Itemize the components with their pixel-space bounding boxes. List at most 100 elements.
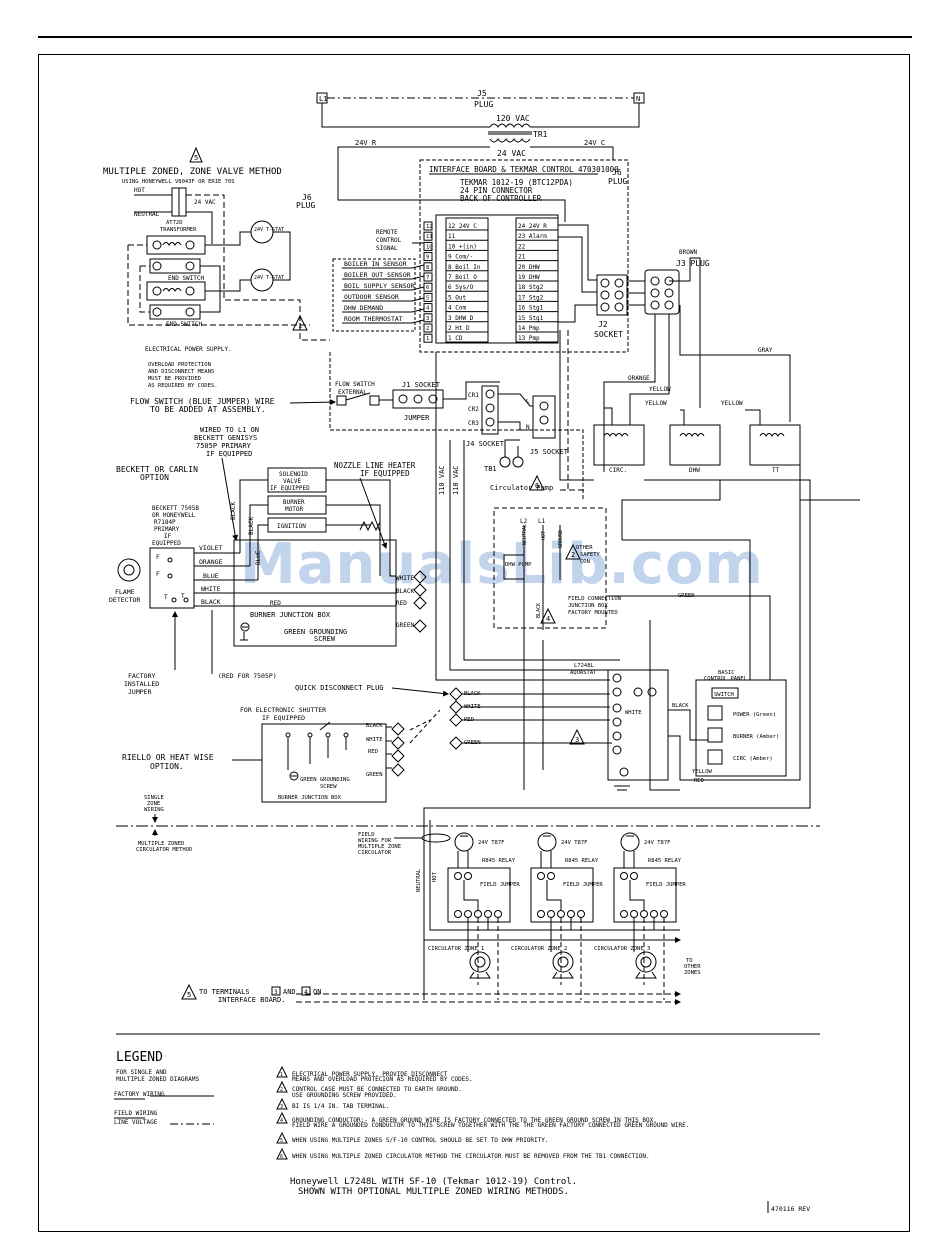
legend-note-9: WHEN USING MULTIPLE ZONED CIRCULATOR MET… xyxy=(292,1153,650,1160)
factory-2: INSTALLED xyxy=(124,680,159,688)
j5-plug-label: J5 xyxy=(477,89,487,98)
riello-ground-1: GREEN GROUNDING xyxy=(300,777,350,783)
legend-note-num: 5 xyxy=(280,1138,283,1144)
left-pin-7: 6 Sys/O xyxy=(448,284,474,291)
terminals-1: TO TERMINALS xyxy=(199,988,250,996)
legend-for-2: MULTIPLE ZONED DIAGRAMS xyxy=(116,1076,199,1083)
left-pin-10: 3 DHW D xyxy=(448,315,474,322)
legend-note-num: 2 xyxy=(280,1087,283,1093)
field-conn-2: JUNCTION BOX xyxy=(568,603,608,609)
svg-text:5: 5 xyxy=(187,991,191,999)
left-pin-1: 12 24V C xyxy=(448,223,477,230)
circ-light: CIRC (Amber) xyxy=(733,756,773,762)
black-label-v2: BLACK xyxy=(248,517,255,535)
red-panel: RED xyxy=(694,778,704,784)
white-burner-label: WHITE xyxy=(201,585,221,593)
j6-plug-right: J6 xyxy=(612,168,622,177)
sensor-1: BOILER IN SENSOR xyxy=(344,260,407,268)
riello-junction: BURNER JUNCTION BOX xyxy=(278,795,342,801)
flow-external-2: EXTERNAL xyxy=(338,389,367,396)
legend-note-1: ELECTRICAL POWER SUPPLY. PROVIDE DISCONN… xyxy=(292,1071,448,1078)
j6-plug-right-2: PLUG xyxy=(608,177,627,186)
tekmar-line1: TEKMAR 1012-19 (BTC12PDA) xyxy=(460,178,573,187)
nozzle-2: IF EQUIPPED xyxy=(360,469,410,478)
jumper-label: JUMPER xyxy=(404,414,430,422)
motor-2: MOTOR xyxy=(285,506,303,513)
j2-socket-label: SOCKET xyxy=(594,330,623,339)
interface-title: INTERFACE BOARD & TEKMAR CONTROL 4703010… xyxy=(429,165,619,174)
black-ctrl: BLACK xyxy=(536,603,542,618)
zfield-3: MULTIPLE ZONE xyxy=(358,844,401,850)
j3-label: J3 PLUG xyxy=(676,259,710,268)
l2-ctrl: L2 xyxy=(520,518,528,525)
legend-note-4: USE GROUNDING SCREW PROVIDED. xyxy=(292,1092,397,1099)
tr1-label: TR1 xyxy=(533,130,548,139)
power-section: L1 N J5 PLUG 120 VAC TR1 24 VAC 24V R 24… xyxy=(316,89,645,160)
legend-section: LEGEND FOR SINGLE AND MULTIPLE ZONED DIA… xyxy=(114,1050,810,1213)
other-safety-1: OTHER xyxy=(576,545,593,551)
solenoid-2: VALVE xyxy=(283,478,301,485)
left-pin-num: 8 xyxy=(426,265,429,271)
power-supply-note: ELECTRICAL POWER SUPPLY. xyxy=(145,346,232,353)
j1-socket: J1 SOCKET xyxy=(402,381,441,389)
sensor-3: BOIL SUPPLY SENSOR xyxy=(344,282,415,290)
transformer-secondary xyxy=(489,138,531,143)
tstat-2: 24V T-STAT xyxy=(254,275,284,281)
zone-valve-title: MULTIPLE ZONED, ZONE VALVE METHOD xyxy=(103,167,282,177)
r845-2: R845 RELAY xyxy=(565,858,599,864)
other-zones-3: ZONES xyxy=(684,970,701,976)
single-3: WIRING xyxy=(144,807,164,813)
legend-note-7: FIELD WIRE A GROUNDED CONDUCTOR TO THIS … xyxy=(292,1122,689,1129)
basic-2: CONTROL PANEL xyxy=(704,676,748,682)
r845-1: R845 RELAY xyxy=(482,858,516,864)
control-section: L2 L1 NEUTRAL HOT GROUND DHW PUMP 2 OTHE… xyxy=(493,465,801,791)
terminals-2: 3 xyxy=(274,989,278,996)
qdp-label: QUICK DISCONNECT PLUG xyxy=(295,684,384,692)
yellow-label-2: YELLOW xyxy=(645,400,667,407)
aquastat-1: L7248L xyxy=(574,663,595,669)
right-pin-12: 13 Pmp xyxy=(518,335,540,342)
orange-label: ORANGE xyxy=(628,375,650,382)
terminals-3: AND xyxy=(283,988,296,996)
tstat-1: 24V T-STAT xyxy=(254,227,284,233)
white-side-1: WHITE xyxy=(396,575,414,582)
right-pin-4: 21 xyxy=(518,254,526,261)
transformer-label: TRANSFORMER xyxy=(160,227,197,233)
svg-text:5: 5 xyxy=(194,154,198,162)
yellow-label-3: YELLOW xyxy=(721,400,743,407)
tekmar-line3: BACK OF CONTROLLER xyxy=(460,194,542,203)
l1-ctrl: L1 xyxy=(538,518,546,525)
aquastat-2: AQUASTAT xyxy=(570,670,597,676)
flame-1: FLAME xyxy=(115,588,135,596)
left-pin-num: 10 xyxy=(426,244,433,250)
black-label-v: BLACK xyxy=(230,502,237,520)
left-pin-5: 8 Boil In xyxy=(448,264,481,271)
zone-valve-using: USING HONEYWELL V8043F OR ERIE 70S xyxy=(122,179,235,185)
transformer-primary xyxy=(489,123,531,128)
left-pin-11: 2 Ht D xyxy=(448,325,470,332)
switch-label: SWITCH xyxy=(714,692,734,698)
wired-4: IF EQUIPPED xyxy=(206,450,252,458)
orange-burner-label: ORANGE xyxy=(199,558,223,566)
flame-2: DETECTOR xyxy=(109,596,140,604)
tt-relay-label: TT xyxy=(772,467,780,474)
multi-1: MULTIPLE ZONED xyxy=(138,841,184,847)
left-pin-2: 11 xyxy=(448,233,456,240)
red-r: RED xyxy=(368,749,378,755)
left-pin-num: 1 xyxy=(426,336,429,342)
vac24-zv: 24 VAC xyxy=(194,199,216,206)
single-1: SINGLE xyxy=(144,795,164,801)
right-pin-11: 14 Pmp xyxy=(518,325,540,332)
caption-2: SHOWN WITH OPTIONAL MULTIPLE ZONED WIRIN… xyxy=(298,1187,569,1197)
cr3-label: CR3 xyxy=(468,420,479,427)
r845-3: R845 RELAY xyxy=(648,858,682,864)
black-r: BLACK xyxy=(366,723,383,729)
burner-light: BURNER (Amber) xyxy=(733,734,779,740)
beckett-5: IF xyxy=(164,533,172,540)
left-pin-12: 1 CD xyxy=(448,335,463,342)
legend-note-num: 1 xyxy=(280,1072,283,1078)
dhw-relay-label: DHW xyxy=(689,467,700,474)
